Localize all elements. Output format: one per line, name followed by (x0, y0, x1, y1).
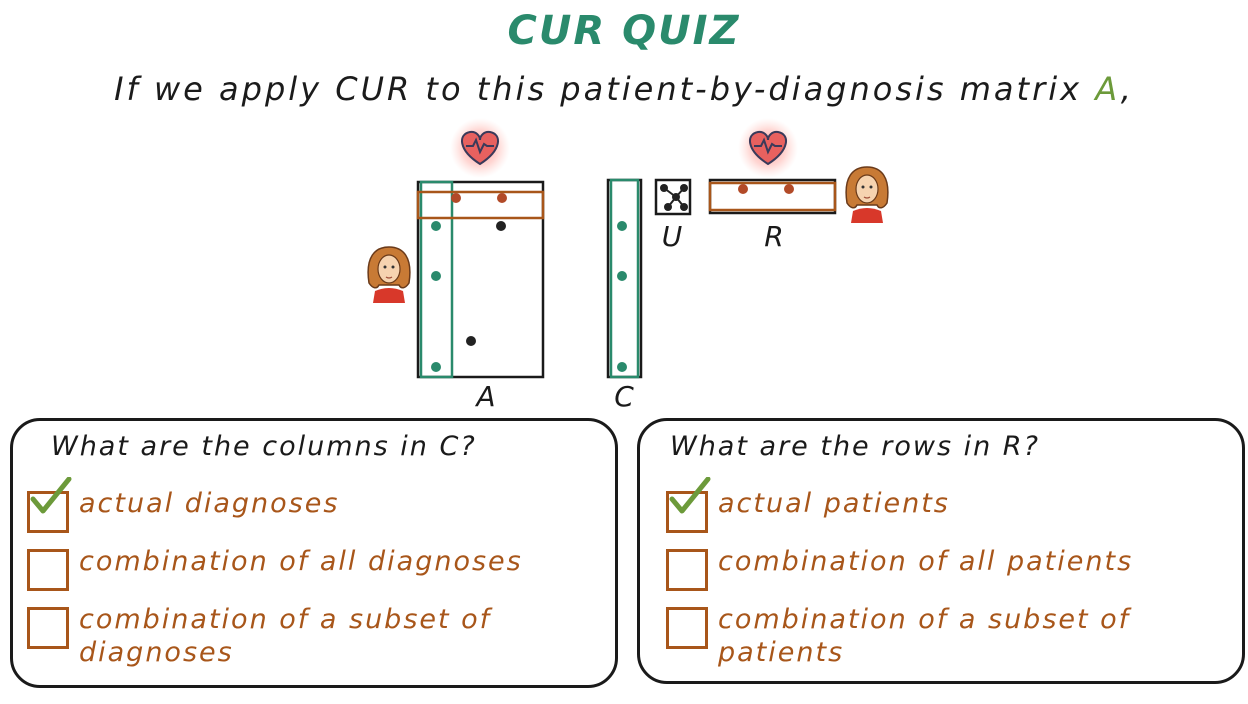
heart-icon (450, 118, 510, 178)
dot-orange (784, 184, 794, 194)
checkbox[interactable] (27, 549, 69, 591)
prompt-text: If we apply CUR to this patient-by-diagn… (114, 70, 1083, 108)
checkmark-icon (669, 477, 711, 514)
checkbox[interactable] (27, 491, 69, 533)
option-label: actual patients (718, 488, 950, 519)
option-label: combination of all diagnoses (79, 546, 523, 577)
option-actual-diagnoses[interactable]: actual diagnoses (27, 477, 607, 533)
dot-orange (451, 193, 461, 203)
dot-teal (617, 271, 627, 281)
dot-teal (617, 362, 627, 372)
quiz-prompt: If we apply CUR to this patient-by-diagn… (0, 70, 1248, 108)
patient-icon (845, 166, 889, 223)
dot-orange (738, 184, 748, 194)
option-label: combination of all patients (718, 546, 1134, 577)
dot-dark (466, 336, 476, 346)
cur-diagram: A C U R (367, 118, 889, 413)
label-r: R (764, 220, 783, 253)
label-c: C (614, 380, 634, 413)
dot-teal (431, 221, 441, 231)
question-panel-rows: What are the rows in R? actual patients … (637, 418, 1245, 684)
option-combination-subset-diagnoses[interactable]: combination of a subset of diagnoses (27, 603, 547, 669)
option-label: actual diagnoses (79, 488, 340, 519)
checkmark-icon (30, 477, 72, 514)
checkbox[interactable] (27, 607, 69, 649)
dot-teal (617, 221, 627, 231)
prompt-matrix-var: A (1095, 70, 1121, 108)
checkbox[interactable] (666, 607, 708, 649)
dot-dark (496, 221, 506, 231)
label-a: A (474, 380, 495, 413)
question-text: What are the columns in C? (51, 431, 477, 462)
matrix-c (606, 178, 643, 379)
highlighted-row (416, 190, 545, 220)
option-actual-patients[interactable]: actual patients (666, 477, 1246, 533)
label-u: U (662, 220, 683, 253)
checkbox[interactable] (666, 549, 708, 591)
heart-icon (738, 118, 798, 178)
prompt-end: , (1120, 70, 1134, 108)
question-panel-columns: What are the columns in C? actual diagno… (10, 418, 618, 688)
option-combination-subset-patients[interactable]: combination of a subset of patients (666, 603, 1226, 669)
option-combination-all-patients[interactable]: combination of all patients (666, 545, 1246, 591)
option-combination-all-diagnoses[interactable]: combination of all diagnoses (27, 545, 607, 591)
dot-orange (497, 193, 507, 203)
highlighted-column (419, 180, 454, 379)
dot-teal (431, 271, 441, 281)
checkbox[interactable] (666, 491, 708, 533)
matrix-u (654, 178, 692, 216)
matrix-r (708, 178, 837, 215)
matrix-a (416, 180, 545, 379)
option-label: combination of a subset of diagnoses (79, 604, 492, 668)
option-label: combination of a subset of patients (718, 604, 1131, 668)
dot-teal (431, 362, 441, 372)
question-text: What are the rows in R? (670, 431, 1040, 462)
quiz-title: CUR QUIZ (507, 8, 741, 54)
patient-icon (367, 246, 411, 303)
